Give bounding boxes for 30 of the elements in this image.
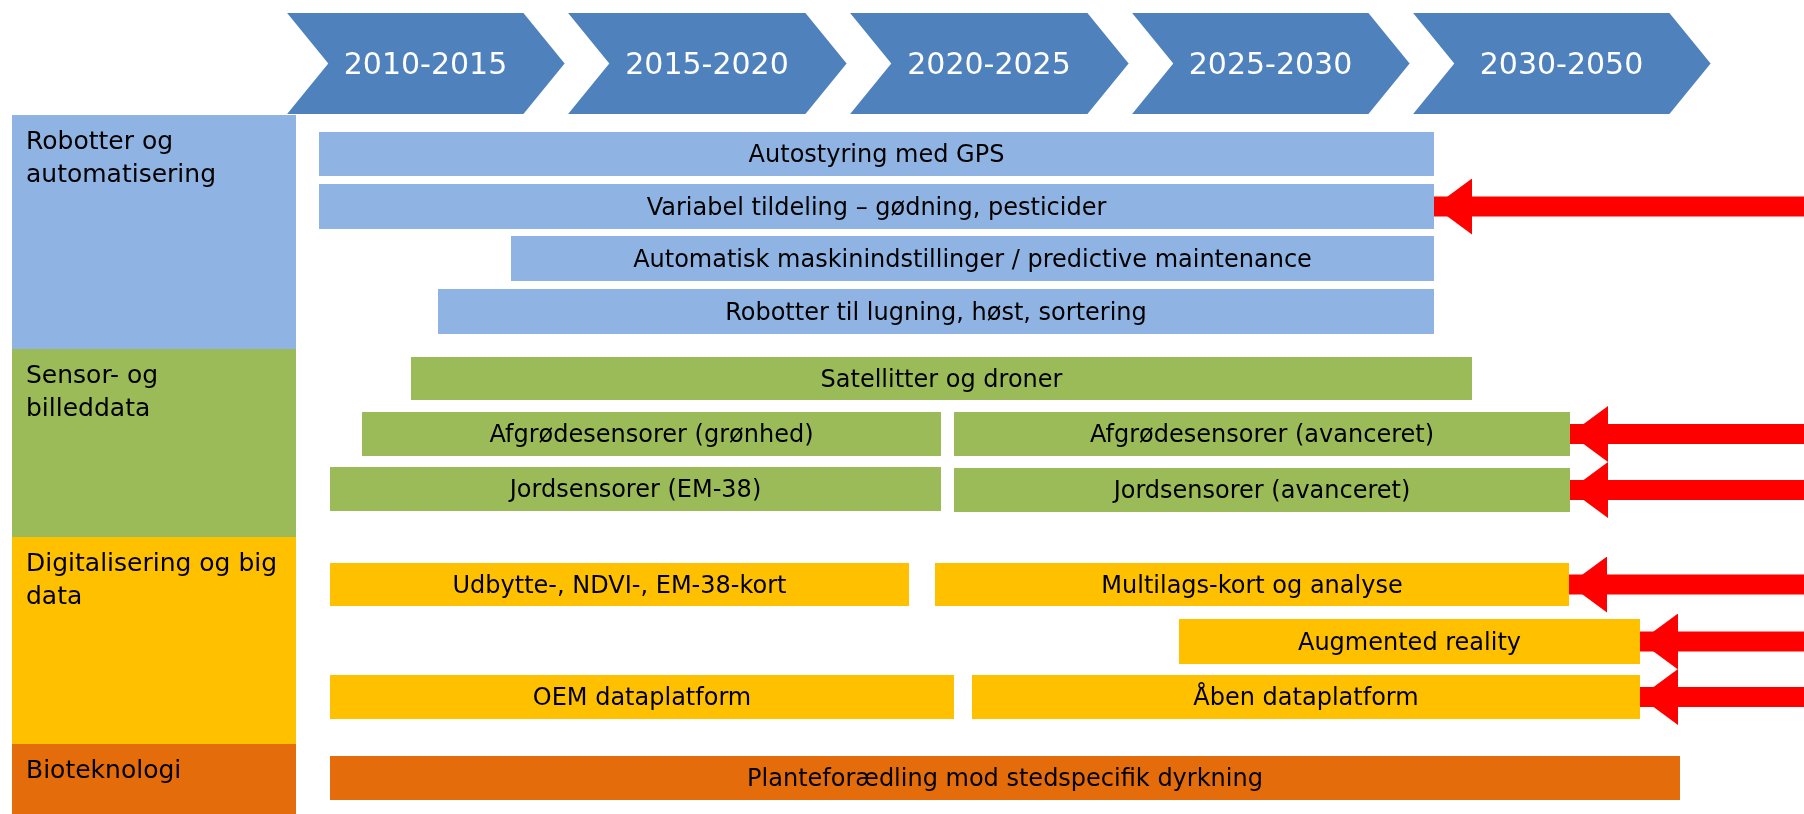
arrow	[1640, 669, 1804, 725]
timeline-bar: Autostyring med GPS	[319, 132, 1434, 176]
period-label: 2030-2050	[1479, 46, 1644, 81]
category-band: Robotter og automatisering	[12, 115, 296, 349]
timeline-bar: Satellitter og droner	[411, 357, 1472, 400]
timeline-bar: Jordsensorer (EM-38)	[330, 467, 941, 511]
category-band: Bioteknologi	[12, 744, 296, 814]
timeline-bar: OEM dataplatform	[330, 675, 954, 719]
period-label: 2010-2015	[343, 46, 508, 81]
arrow	[1570, 462, 1804, 518]
arrow	[1640, 613, 1804, 670]
timeline-bar: Augmented reality	[1179, 619, 1640, 664]
arrow	[1569, 556, 1804, 613]
category-band: Sensor- og billeddata	[12, 349, 296, 537]
category-band: Digitalisering og big data	[12, 537, 296, 744]
period-label: 2020-2025	[907, 46, 1071, 81]
timeline-bar: Afgrødesensorer (avanceret)	[954, 412, 1570, 456]
period-label: 2015-2020	[625, 46, 789, 81]
timeline-bar: Afgrødesensorer (grønhed)	[362, 412, 941, 456]
timeline-bar: Åben dataplatform	[972, 675, 1640, 719]
timeline-bar: Robotter til lugning, høst, sortering	[438, 289, 1434, 334]
timeline-bar: Udbytte-, NDVI-, EM-38-kort	[330, 563, 909, 606]
timeline-bar: Automatisk maskinindstillinger / predictive maintenance	[511, 236, 1434, 281]
arrow	[1570, 406, 1804, 462]
timeline-bar: Variabel tildeling – gødning, pesticider	[319, 184, 1434, 229]
arrow	[1434, 178, 1804, 235]
timeline-bar: Planteforædling mod stedspecifik dyrkning	[330, 756, 1680, 800]
timeline-bar: Jordsensorer (avanceret)	[954, 468, 1570, 512]
timeline-bar: Multilags-kort og analyse	[935, 563, 1569, 606]
period-label: 2025-2030	[1188, 46, 1353, 81]
